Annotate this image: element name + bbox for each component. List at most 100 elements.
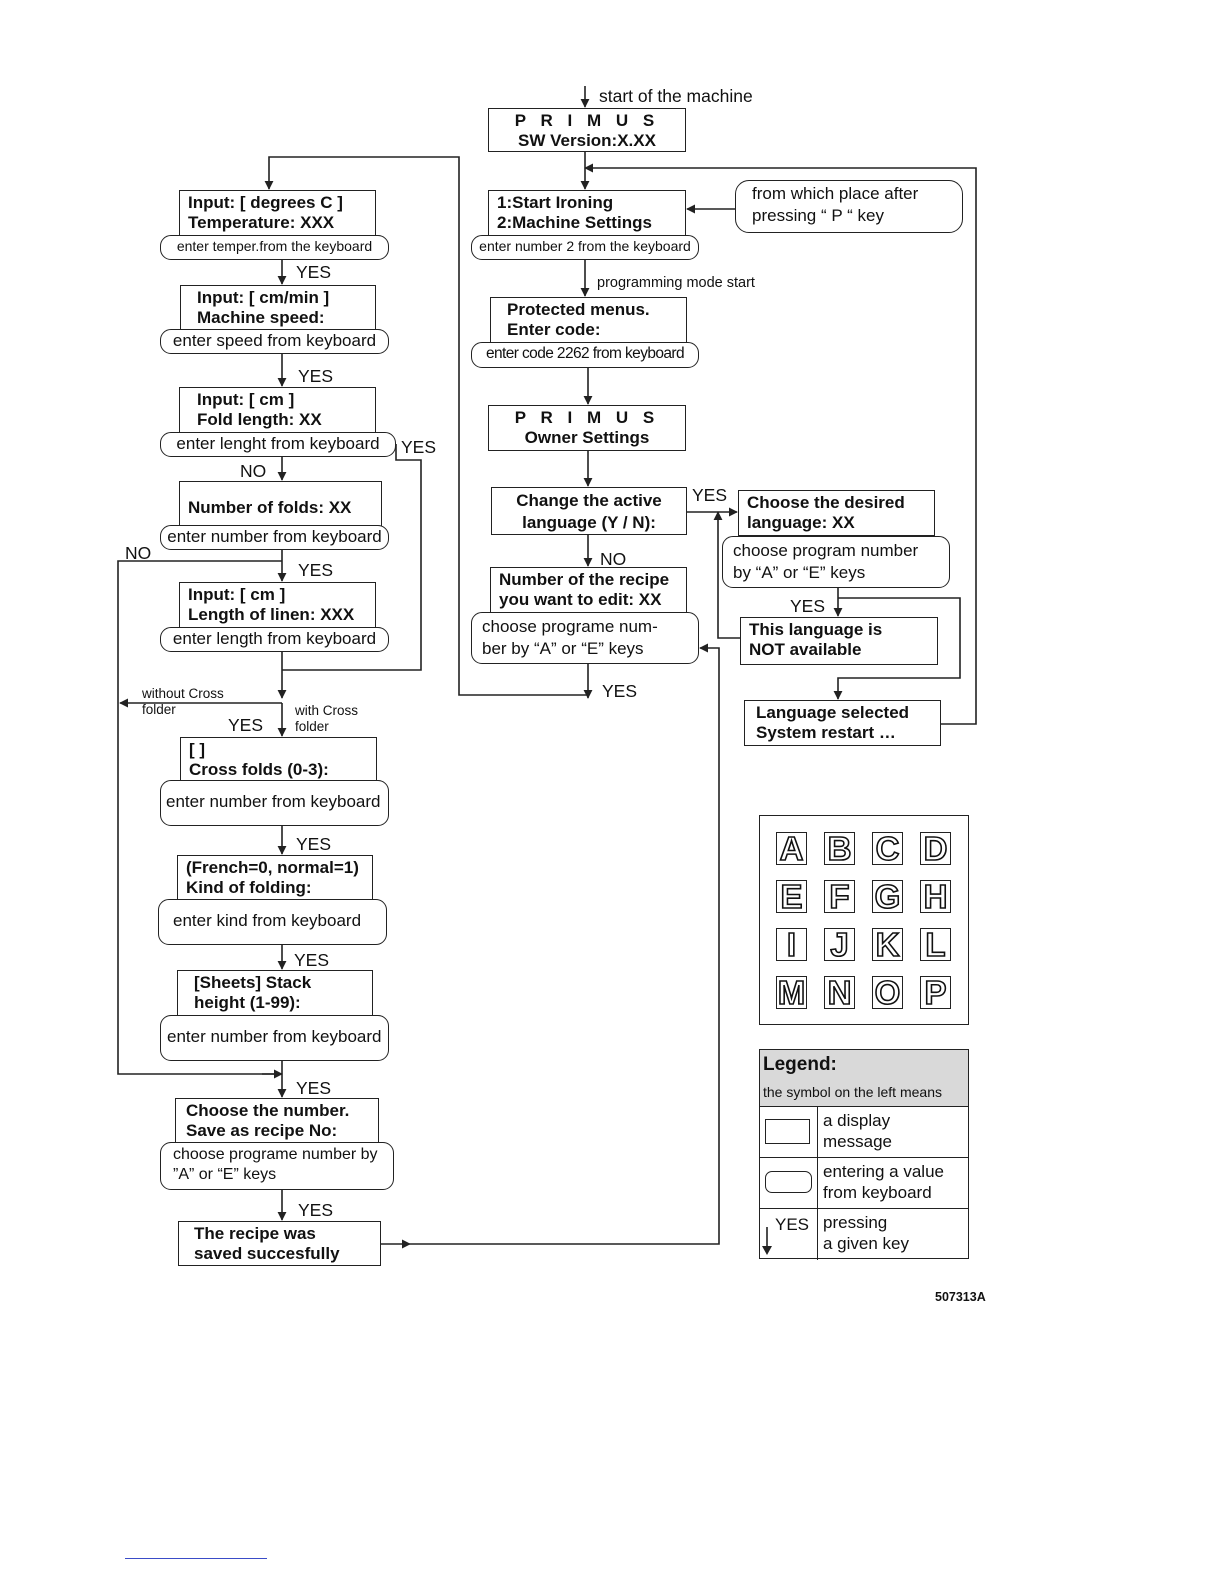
display-line: Fold length: XX xyxy=(197,410,322,429)
start-menu-input[interactable]: enter number 2 from the keyboard xyxy=(471,235,699,260)
legend-symbol-cell xyxy=(760,1107,818,1157)
display-line: you want to edit: XX xyxy=(499,590,662,609)
display-line: Protected menus. xyxy=(507,300,650,319)
cross-folds-input[interactable]: enter number from keyboard xyxy=(160,780,389,826)
stack-height-input[interactable]: enter number from keyboard xyxy=(160,1015,389,1061)
input-line: choose programe num- xyxy=(482,617,658,636)
p-key-note: from which place after pressing “ P “ ke… xyxy=(735,180,963,233)
legend-symbol-cell xyxy=(760,1158,818,1208)
label-line: folder xyxy=(295,719,329,734)
key-m: M xyxy=(776,974,807,1011)
language-selected-display: Language selected System restart … xyxy=(744,700,941,746)
key-b: B xyxy=(824,831,855,866)
yes-label: YES xyxy=(296,1078,332,1098)
display-line: Cross folds (0-3): xyxy=(189,760,329,779)
display-line: The recipe was xyxy=(194,1224,316,1243)
key-c: C xyxy=(872,831,903,866)
legend-title: Legend: xyxy=(763,1054,837,1075)
recipe-number-display: Number of the recipe you want to edit: X… xyxy=(490,567,687,613)
legend-row-key: YES pressing a given key xyxy=(760,1209,968,1260)
display-line: Number of the recipe xyxy=(499,570,670,589)
legend-subtitle: the symbol on the left means xyxy=(763,1084,942,1100)
with-cross-folder-label: with Cross folder xyxy=(295,703,358,735)
legend-line: message xyxy=(823,1132,892,1151)
connector-22 xyxy=(282,444,422,671)
recipe-number-input[interactable]: choose programe num- ber by “A” or “E” k… xyxy=(471,612,699,664)
input-line: ber by “A” or “E” keys xyxy=(482,639,644,658)
connector-13 xyxy=(833,597,961,700)
yes-label: YES xyxy=(692,485,728,505)
display-line: Choose the number. xyxy=(186,1101,350,1120)
display-line: (French=0, normal=1) xyxy=(186,858,359,877)
display-line: Enter code: xyxy=(507,320,601,339)
yes-label: YES xyxy=(298,560,334,580)
legend-header: Legend: the symbol on the left means xyxy=(760,1050,968,1107)
programming-mode-label: programming mode start xyxy=(597,275,755,291)
machine-start-label: start of the machine xyxy=(599,86,753,106)
yes-label: YES xyxy=(602,681,638,701)
display-line: Input: [ cm ] xyxy=(188,585,286,604)
linen-length-display: Input: [ cm ] Length of linen: XXX xyxy=(179,582,376,628)
yes-label: YES xyxy=(401,437,437,457)
key-n: N xyxy=(824,975,855,1010)
input-line: choose programe number by xyxy=(173,1146,378,1163)
down-arrow-icon xyxy=(762,1227,772,1255)
yes-label: YES xyxy=(296,262,332,282)
display-line: P R I M U S xyxy=(514,408,660,427)
display-line: System restart … xyxy=(756,723,896,742)
machine-speed-input[interactable]: enter speed from keyboard xyxy=(160,329,389,354)
linen-length-input[interactable]: enter length from keyboard xyxy=(160,627,389,652)
input-line: choose program number xyxy=(733,541,919,560)
display-box-symbol xyxy=(765,1119,810,1144)
display-line: This language is xyxy=(749,620,883,639)
fold-length-input[interactable]: enter lenght from keyboard xyxy=(160,432,396,457)
key-g: G xyxy=(872,879,903,914)
display-line: height (1-99): xyxy=(194,993,301,1012)
display-line: 1:Start Ironing xyxy=(497,193,614,212)
label-line: without Cross xyxy=(142,686,224,701)
yes-label: YES xyxy=(296,834,332,854)
display-line: Change the active xyxy=(516,491,662,510)
change-language-display: Change the active language (Y / N): xyxy=(491,487,687,535)
yes-label: YES xyxy=(294,950,330,970)
save-recipe-input[interactable]: choose programe number by ”A” or “E” key… xyxy=(160,1142,394,1190)
stack-height-display: [Sheets] Stack height (1-99): xyxy=(177,970,373,1016)
connector-9 xyxy=(584,163,977,725)
number-of-folds-input[interactable]: enter number from keyboard xyxy=(160,525,389,550)
language-not-available-display: This language is NOT available xyxy=(740,617,938,665)
note-line: from which place after xyxy=(752,184,919,203)
legend-text: entering a value from keyboard xyxy=(823,1161,944,1203)
input-line: by “A” or “E” keys xyxy=(733,563,866,582)
no-label: NO xyxy=(600,549,627,569)
footnote-rule xyxy=(125,1558,267,1559)
display-line: Number of folds: XX xyxy=(188,498,352,517)
display-line: [Sheets] Stack xyxy=(194,973,312,992)
temperature-display: Input: [ degrees C ] Temperature: XXX xyxy=(179,190,376,236)
legend-line: from keyboard xyxy=(823,1183,932,1202)
key-i: I xyxy=(776,927,807,962)
start-menu-display: 1:Start Ironing 2:Machine Settings xyxy=(488,190,686,236)
kind-of-folding-input[interactable]: enter kind from keyboard xyxy=(158,899,387,945)
display-line: Input: [ cm/min ] xyxy=(197,288,330,307)
key-e: E xyxy=(776,879,807,914)
display-line: Machine speed: xyxy=(197,308,325,327)
choose-language-input[interactable]: choose program number by “A” or “E” keys xyxy=(722,536,950,588)
display-line: 2:Machine Settings xyxy=(497,213,652,232)
label-line: folder xyxy=(142,702,176,717)
connector-15 xyxy=(410,643,720,1245)
display-line: saved succesfully xyxy=(194,1244,340,1263)
no-label: NO xyxy=(125,543,152,563)
protected-code-input[interactable]: enter code 2262 from keyboard xyxy=(471,342,699,368)
display-line: Language selected xyxy=(756,703,910,722)
number-of-folds-display: Number of folds: XX xyxy=(179,481,382,527)
connector-25 xyxy=(117,560,282,1075)
display-line: language: XX xyxy=(747,513,855,532)
yes-label: YES xyxy=(298,1200,334,1220)
note-line: pressing “ P “ key xyxy=(752,206,884,225)
key-p: P xyxy=(920,975,951,1010)
display-line: [ ] xyxy=(189,740,206,759)
figure-code: 507313A xyxy=(935,1290,986,1304)
key-l: L xyxy=(920,927,951,962)
legend-key-symbol-label: YES xyxy=(775,1215,810,1234)
temperature-input[interactable]: enter temper.from the keyboard xyxy=(160,235,389,260)
